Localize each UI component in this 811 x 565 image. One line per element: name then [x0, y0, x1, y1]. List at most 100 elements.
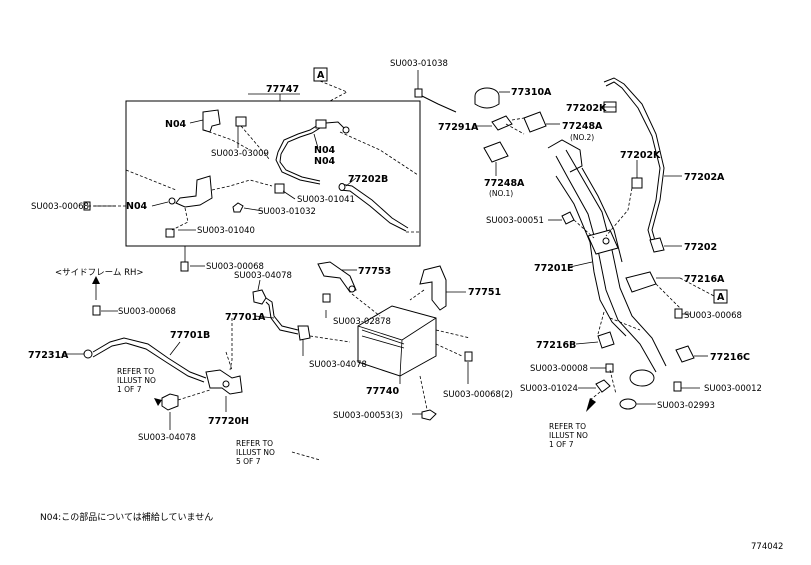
bolt-00008 — [605, 363, 614, 373]
label-77701a: 77701A — [225, 312, 266, 323]
hose-77202 — [649, 237, 665, 253]
label-77231a: 77231A — [28, 350, 69, 361]
bolt-00068-right — [674, 308, 683, 319]
arrow-down-left-icon — [154, 398, 162, 406]
tube-lower — [275, 151, 321, 185]
refer-left-line1: REFER TO — [117, 367, 154, 376]
label-su-00053: SU003-00053(3) — [333, 411, 403, 421]
refer-right-line1: REFER TO — [549, 422, 586, 431]
label-77202a: 77202A — [684, 172, 725, 183]
label-77202k-a: 77202K — [566, 103, 607, 114]
label-77216c: 77216C — [710, 352, 750, 363]
bolt-00068-canister — [464, 351, 473, 362]
figure-id: 774042 — [751, 542, 783, 552]
pad-77248a-no1 — [483, 141, 509, 163]
clamp-04078-upper — [252, 289, 267, 305]
label-77248a-bot: 77248A — [484, 178, 525, 189]
assembly-box-77747 — [125, 100, 421, 247]
bolt-01038 — [414, 88, 423, 98]
clamp-04078-right — [297, 325, 311, 341]
label-su-00068-c: SU003-00068 — [118, 307, 176, 317]
label-no2: (NO.2) — [570, 133, 594, 142]
arrow-up-icon — [92, 276, 100, 284]
label-77747: 77747 — [266, 84, 299, 95]
label-su-00068-d: SU003-00068 — [684, 311, 742, 321]
refer-mid-line1: REFER TO — [236, 439, 273, 448]
label-su-03009: SU003-03009 — [211, 149, 269, 159]
ref-box-a-right — [713, 289, 728, 304]
refer-mid-line3: 5 OF 7 — [236, 457, 261, 466]
bracket-77751 — [419, 265, 447, 311]
label-n04-d: N04 — [126, 201, 148, 212]
label-su-00068-b: SU003-00068 — [206, 262, 264, 272]
footnote: N04:この部品については補給していません — [40, 511, 213, 523]
bolt-00051 — [561, 211, 575, 225]
connector-upper — [315, 119, 327, 129]
label-77751: 77751 — [468, 287, 501, 298]
refer-right-line2: ILLUST NO — [549, 431, 588, 440]
nut-00053 — [421, 409, 437, 421]
clip-03009 — [235, 116, 247, 127]
canister-77740 — [357, 305, 437, 377]
label-n04-a: N04 — [165, 119, 187, 130]
label-77740: 77740 — [366, 386, 399, 397]
pad-77248a-no2 — [523, 111, 547, 133]
bracket-77216a — [625, 271, 657, 293]
bracket-n04-upper — [202, 109, 221, 133]
label-su-02993: SU003-02993 — [657, 401, 715, 411]
filler-pipe-77201e — [555, 155, 657, 373]
label-77202k-b: 77202K — [620, 150, 661, 161]
label-77310a: 77310A — [511, 87, 552, 98]
breather-tube-77202a — [603, 77, 665, 245]
arrow-down-left-icon-right — [586, 398, 596, 412]
label-side-frame: <サイドフレーム RH> — [55, 268, 144, 278]
bolt-01024 — [595, 379, 611, 393]
refer-mid-line2: ILLUST NO — [236, 448, 275, 457]
clip-01041 — [274, 183, 285, 194]
label-su-00012: SU003-00012 — [704, 384, 762, 394]
label-su-02878: SU003-02878 — [333, 317, 391, 327]
tube-77701a — [265, 297, 299, 331]
clip-01032 — [232, 202, 244, 213]
label-su-04078-b: SU003-04078 — [309, 360, 367, 370]
label-77202: 77202 — [684, 242, 717, 253]
label-no1: (NO.1) — [489, 189, 513, 198]
label-su-01038: SU003-01038 — [390, 59, 448, 69]
bolt-02878 — [322, 293, 331, 303]
clamp-77216c — [675, 345, 695, 363]
label-su-00068-a: SU003-00068 — [31, 202, 89, 212]
label-su-01040: SU003-01040 — [197, 226, 255, 236]
clamp-02993 — [619, 398, 637, 410]
label-n04-c: N04 — [314, 156, 336, 167]
clamp-04078-lower — [161, 393, 179, 411]
ref-a-top-text: A — [317, 70, 325, 81]
tube-n04 — [277, 124, 319, 153]
label-su-00008: SU003-00008 — [530, 364, 588, 374]
bracket-n04-lower — [175, 175, 213, 208]
clip-77202k-lower — [631, 177, 643, 189]
label-77201e: 77201E — [534, 263, 574, 274]
filler-neck — [547, 139, 583, 173]
label-su-04078-c: SU003-04078 — [138, 433, 196, 443]
label-77248a-top: 77248A — [562, 121, 603, 132]
label-su-01041: SU003-01041 — [297, 195, 355, 205]
refer-left-line2: ILLUST NO — [117, 376, 156, 385]
tube-77202b — [339, 183, 409, 229]
label-su-01032: SU003-01032 — [258, 207, 316, 217]
label-77701b: 77701B — [170, 330, 210, 341]
clamp-77216b — [597, 331, 615, 349]
refer-left-line3: 1 OF 7 — [117, 385, 142, 394]
clip-77231a — [83, 349, 93, 359]
bolt-00012 — [673, 381, 682, 392]
refer-right-line3: 1 OF 7 — [549, 440, 574, 449]
label-n04-b: N04 — [314, 145, 336, 156]
tube-77701b — [92, 337, 207, 379]
label-su-00068-2: SU003-00068(2) — [443, 390, 513, 400]
label-77216b: 77216B — [536, 340, 576, 351]
bolt-00068-frame — [92, 305, 101, 316]
label-77753: 77753 — [358, 266, 391, 277]
pipe-end — [629, 369, 655, 387]
label-77720h: 77720H — [208, 416, 249, 427]
